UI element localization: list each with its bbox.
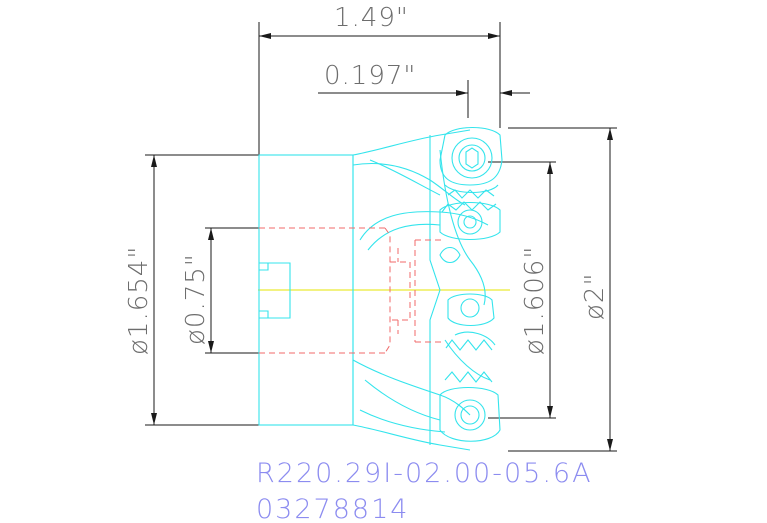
insert-bottom xyxy=(439,371,501,442)
effective-diameter-label: ø1.606" xyxy=(520,246,550,355)
insert-second xyxy=(439,201,501,264)
insert-top xyxy=(439,126,503,199)
insert-offset-label: 0.197" xyxy=(324,61,416,91)
overall-length-label: 1.49" xyxy=(334,3,409,33)
part-number: R220.29I-02.00-05.6A xyxy=(256,458,593,489)
bore-diameter-label: ø0.75" xyxy=(181,253,211,345)
insert-third xyxy=(445,293,496,351)
item-code: 03278814 xyxy=(256,494,409,523)
hidden-bore xyxy=(259,227,445,354)
body-diameter-label: ø1.654" xyxy=(124,246,154,355)
cutting-diameter-label: ø2" xyxy=(580,273,610,320)
dimension-lines xyxy=(145,22,617,452)
